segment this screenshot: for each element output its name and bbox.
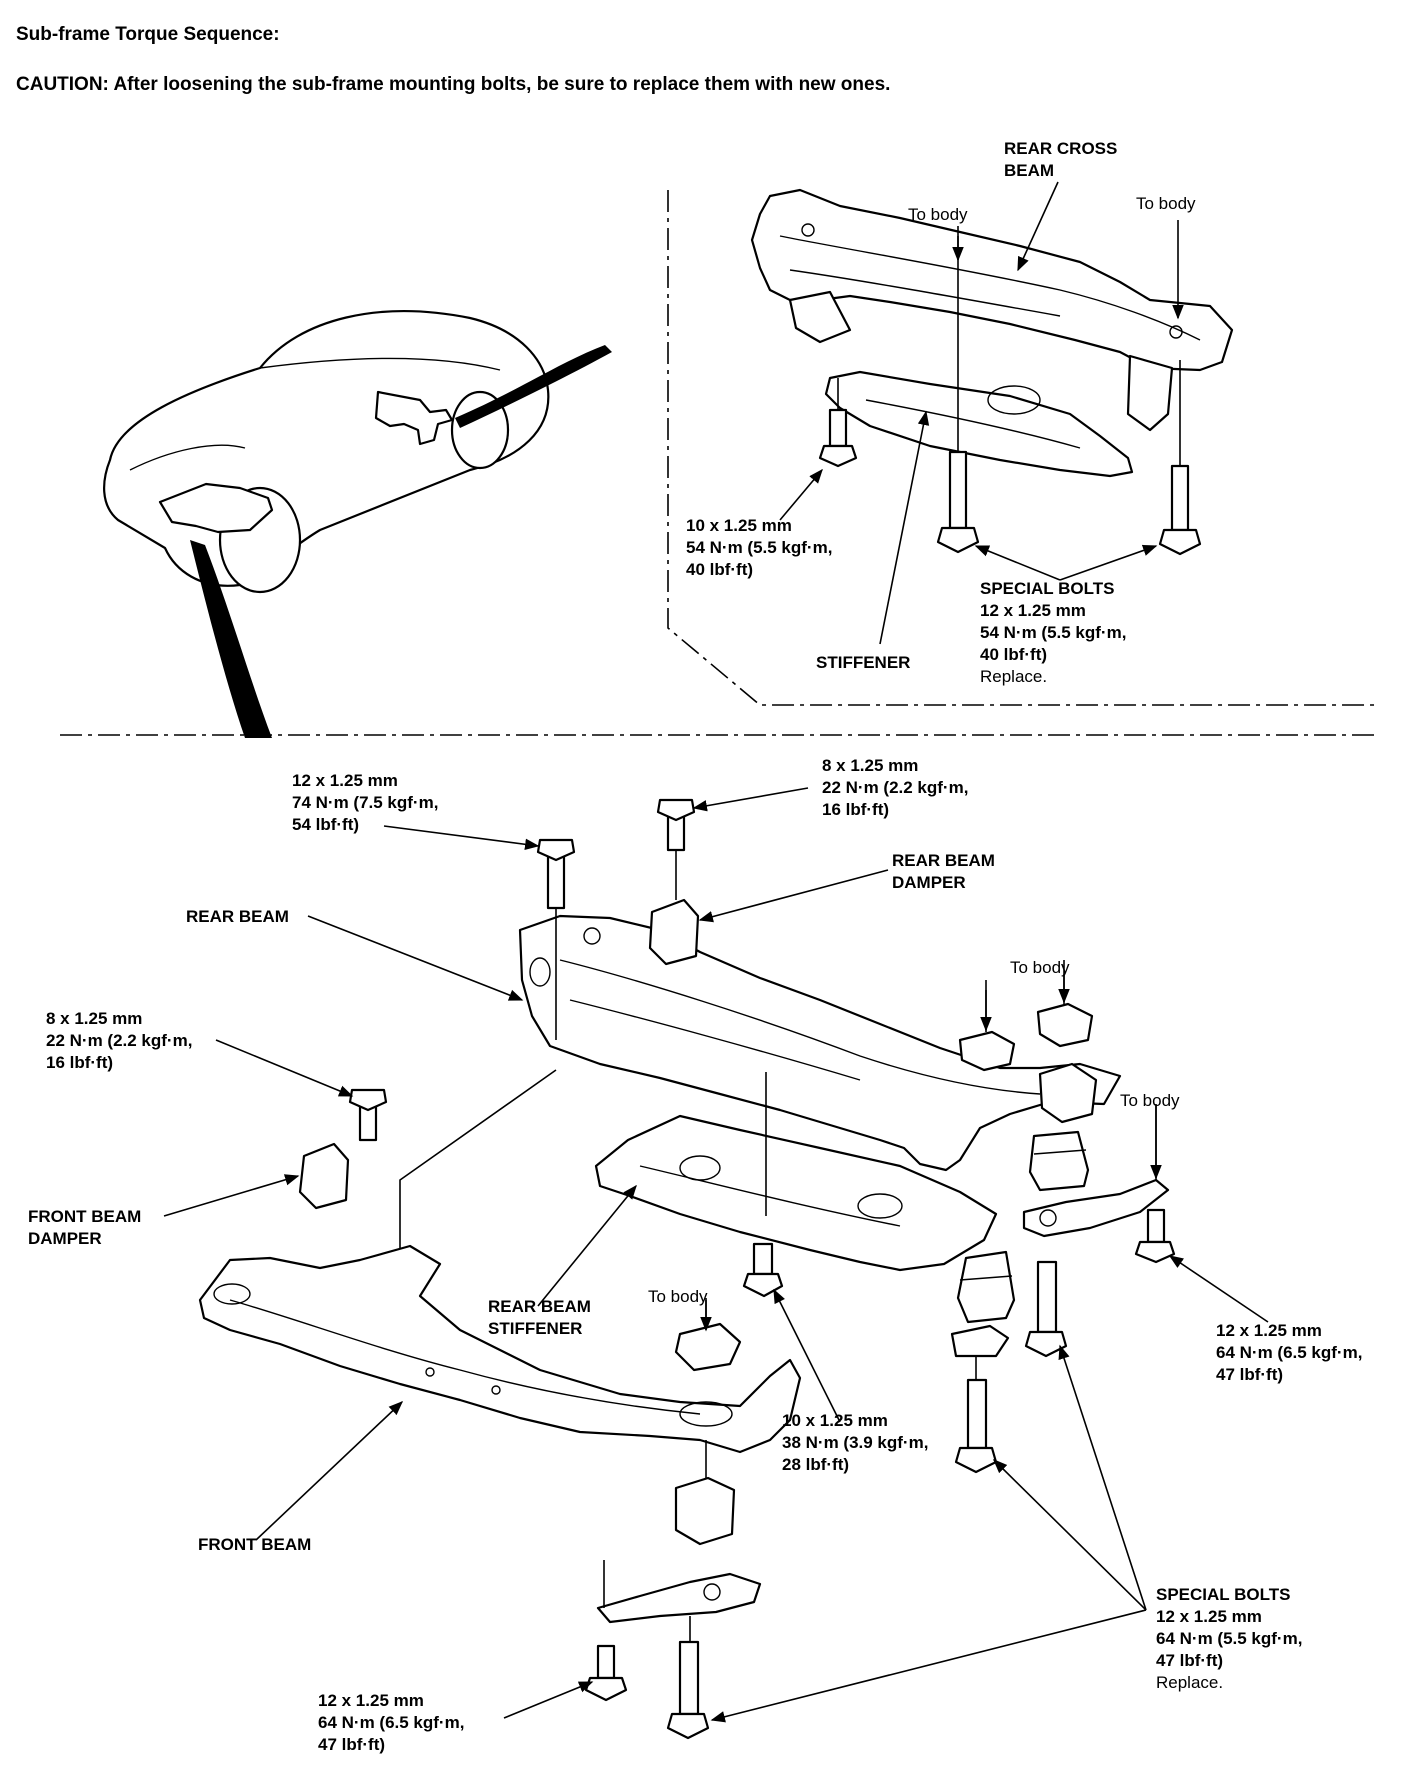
label-line: DAMPER [28,1229,102,1248]
label-line: FRONT BEAM [28,1207,142,1226]
label-line: 12 x 1.25 mm [1156,1607,1262,1626]
label-line: 12 x 1.25 mm [318,1691,424,1710]
label-line: 22 N·m (2.2 kgf·m, [822,778,969,797]
label-front-beam-damper: FRONT BEAM DAMPER [28,1206,141,1250]
label-bolt-10-38: 10 x 1.25 mm 38 N·m (3.9 kgf·m, 28 lbf·f… [782,1410,928,1476]
label-bolt-8-top: 8 x 1.25 mm 22 N·m (2.2 kgf·m, 16 lbf·ft… [822,755,968,821]
label-to-body: To body [1120,1091,1180,1110]
label-bolt-8-left: 8 x 1.25 mm 22 N·m (2.2 kgf·m, 16 lbf·ft… [46,1008,192,1074]
label-line: STIFFENER [488,1319,583,1338]
label-line: 16 lbf·ft) [822,800,890,819]
label-to-body: To body [1010,958,1070,977]
label-rear-beam: REAR BEAM [186,907,289,926]
label-line: 38 N·m (3.9 kgf·m, [782,1433,929,1452]
bottom-leaders [163,787,1269,1723]
label-bolt-12-64-bottom: 12 x 1.25 mm 64 N·m (6.5 kgf·m, 47 lbf·f… [318,1690,464,1756]
label-to-body: To body [908,205,968,224]
label-line: 10 x 1.25 mm [686,516,792,535]
label-line: Replace. [1156,1673,1224,1692]
front-bottom-mount-drawing [584,1440,762,1740]
rear-beam-stiffener-drawing [594,1072,998,1298]
label-line: 54 N·m (5.5 kgf·m, [980,623,1127,642]
label-stiffener: STIFFENER [816,653,911,672]
label-line: DAMPER [892,873,966,892]
label-line: 22 N·m (2.2 kgf·m, [46,1031,193,1050]
label-bolt-12-74: 12 x 1.25 mm 74 N·m (7.5 kgf·m, 54 lbf·f… [292,770,438,836]
label-special-bolts-top: SPECIAL BOLTS 12 x 1.25 mm 54 N·m (5.5 k… [980,578,1126,688]
label-rear-beam-damper: REAR BEAM DAMPER [892,850,995,894]
top-leaders [779,181,1184,645]
label-line: 8 x 1.25 mm [822,756,919,775]
label-line: 28 lbf·ft) [782,1455,850,1474]
label-line: 47 lbf·ft) [1156,1651,1224,1670]
front-beam-drawing [198,1244,802,1454]
label-line: 12 x 1.25 mm [980,601,1086,620]
label-line: 40 lbf·ft) [980,645,1048,664]
label-to-body: To body [648,1287,708,1306]
panel-dividers [60,190,1380,736]
label-line: 64 N·m (6.5 kgf·m, [318,1713,465,1732]
car-outline [103,310,612,738]
label-bolt-10mm: 10 x 1.25 mm 54 N·m (5.5 kgf·m, 40 lbf·f… [686,515,832,581]
label-line: 54 N·m (5.5 kgf·m, [686,538,833,557]
label-rear-beam-stiffener: REAR BEAM STIFFENER [488,1296,591,1340]
label-line: REAR BEAM [488,1297,591,1316]
label-line: REAR BEAM [892,851,995,870]
label-line: Replace. [980,667,1048,686]
page-title: Sub-frame Torque Sequence: [16,24,280,45]
rear-cross-beam-drawing [750,188,1234,556]
label-line: 40 lbf·ft) [686,560,754,579]
label-line: 8 x 1.25 mm [46,1009,143,1028]
label-to-body: To body [1136,194,1196,213]
label-bolt-12-64-right: 12 x 1.25 mm 64 N·m (6.5 kgf·m, 47 lbf·f… [1216,1320,1362,1386]
label-line: 54 lbf·ft) [292,815,360,834]
label-line: SPECIAL BOLTS [1156,1585,1291,1604]
label-line: BEAM [1004,161,1055,180]
label-line: 10 x 1.25 mm [782,1411,888,1430]
label-special-bolts-bottom: SPECIAL BOLTS 12 x 1.25 mm 64 N·m (5.5 k… [1156,1584,1302,1694]
label-line: 64 N·m (5.5 kgf·m, [1156,1629,1303,1648]
label-line: SPECIAL BOLTS [980,579,1115,598]
label-line: REAR CROSS [1004,139,1118,158]
label-rear-cross-beam: REAR CROSS BEAM [1004,138,1117,182]
label-line: 12 x 1.25 mm [1216,1321,1322,1340]
rear-beam-drawing [518,798,1122,1172]
caution-text: CAUTION: After loosening the sub-frame m… [16,74,891,95]
label-line: 74 N·m (7.5 kgf·m, [292,793,439,812]
label-line: 47 lbf·ft) [318,1735,386,1754]
label-line: 47 lbf·ft) [1216,1365,1284,1384]
label-line: 16 lbf·ft) [46,1053,114,1072]
label-line: 12 x 1.25 mm [292,771,398,790]
front-beam-damper-drawing [298,1069,557,1248]
label-front-beam: FRONT BEAM [198,1535,312,1554]
right-mounts-drawing [950,974,1176,1474]
label-line: 64 N·m (6.5 kgf·m, [1216,1343,1363,1362]
